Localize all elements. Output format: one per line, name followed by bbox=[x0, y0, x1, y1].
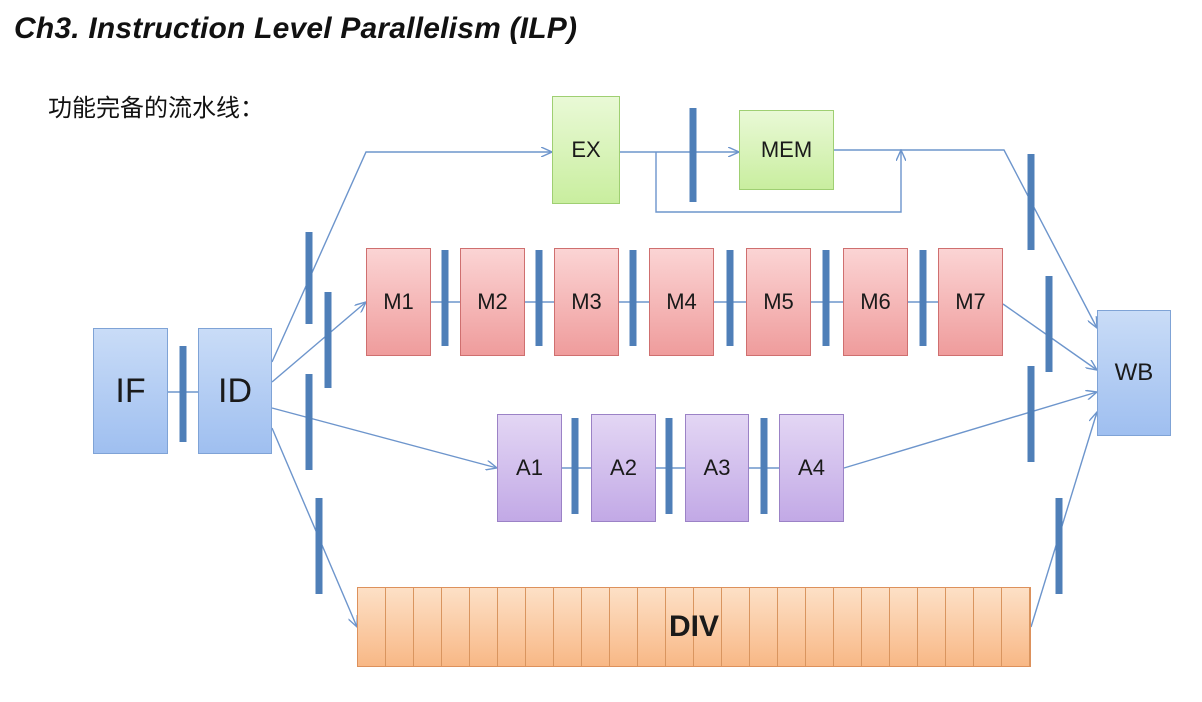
div-cell bbox=[498, 588, 526, 666]
mem-to-wb-arrow bbox=[834, 149, 1097, 328]
div-cell bbox=[918, 588, 946, 666]
slide-title: Ch3. Instruction Level Parallelism (ILP) bbox=[14, 12, 578, 45]
div-cell bbox=[806, 588, 834, 666]
div-cell bbox=[750, 588, 778, 666]
if-stage: IF bbox=[93, 328, 168, 454]
div-cell bbox=[526, 588, 554, 666]
a4-stage: A4 bbox=[779, 414, 844, 522]
div-cell bbox=[834, 588, 862, 666]
div-cell bbox=[470, 588, 498, 666]
div-unit: DIV bbox=[357, 587, 1031, 667]
id-stage: ID bbox=[198, 328, 272, 454]
id-to-m1-arrow bbox=[271, 302, 366, 383]
div-cell bbox=[862, 588, 890, 666]
div-cell bbox=[694, 588, 722, 666]
div-cell bbox=[610, 588, 638, 666]
div-cell bbox=[638, 588, 666, 666]
div-cell bbox=[946, 588, 974, 666]
div-cell bbox=[358, 588, 386, 666]
a1-stage: A1 bbox=[497, 414, 562, 522]
ex-stage: EX bbox=[552, 96, 620, 204]
m7-stage: M7 bbox=[938, 248, 1003, 356]
div-cell bbox=[1002, 588, 1030, 666]
a4-to-wb-arrow bbox=[843, 392, 1097, 469]
div-label: DIV bbox=[668, 610, 719, 643]
diagram-subtitle: 功能完备的流水线： bbox=[48, 94, 264, 122]
a3-stage: A3 bbox=[685, 414, 749, 522]
div-to-wb-arrow bbox=[1030, 412, 1097, 628]
div-cell bbox=[974, 588, 1002, 666]
ex-bypass-arrow bbox=[655, 150, 901, 213]
div-cell bbox=[778, 588, 806, 666]
div-cell bbox=[666, 588, 694, 666]
m6-stage: M6 bbox=[843, 248, 908, 356]
m4-stage: M4 bbox=[649, 248, 714, 356]
id-to-div-arrow bbox=[271, 427, 357, 627]
m2-stage: M2 bbox=[460, 248, 525, 356]
div-cell bbox=[386, 588, 414, 666]
div-cell bbox=[582, 588, 610, 666]
mem-stage: MEM bbox=[739, 110, 834, 190]
m3-stage: M3 bbox=[554, 248, 619, 356]
div-cell bbox=[554, 588, 582, 666]
div-cell bbox=[890, 588, 918, 666]
id-to-ex-arrow bbox=[271, 152, 552, 363]
m5-stage: M5 bbox=[746, 248, 811, 356]
wb-stage: WB bbox=[1097, 310, 1171, 436]
div-cell bbox=[414, 588, 442, 666]
div-cell bbox=[442, 588, 470, 666]
div-cell bbox=[722, 588, 750, 666]
a2-stage: A2 bbox=[591, 414, 656, 522]
m1-stage: M1 bbox=[366, 248, 431, 356]
